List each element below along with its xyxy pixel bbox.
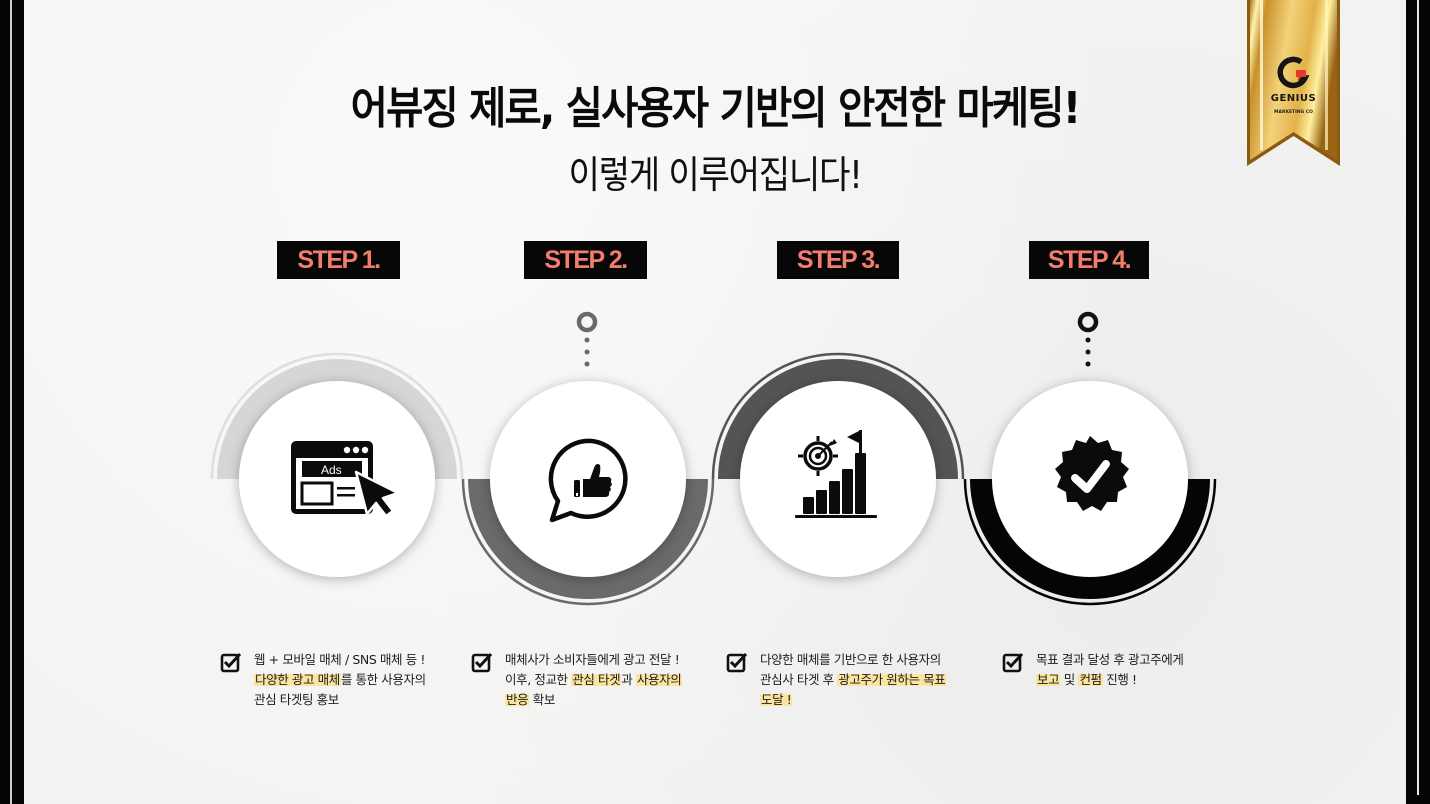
genius-ribbon-badge: GENIUS MARKETING CO [1247, 0, 1340, 166]
highlighted-text: 보고 [1036, 672, 1061, 687]
step-3-circle [740, 381, 936, 577]
description-line: 이후, 정교한 관심 타겟과 사용자의 [505, 670, 683, 690]
highlighted-text: 사용자의 [635, 672, 683, 687]
description-line: 웹 + 모바일 매체 / SNS 매체 등 ! [254, 650, 426, 670]
step-2-pin-marker [576, 311, 598, 367]
description-line: 관심 타겟팅 홍보 [254, 690, 426, 710]
description-text: 진행 ! [1102, 672, 1137, 687]
step-3-arc [711, 352, 965, 480]
step-2-arc [461, 478, 715, 606]
checkbox-icon [726, 652, 748, 673]
badge-brand: GENIUS [1270, 93, 1317, 104]
step-4-arc [963, 478, 1217, 606]
description-line: 보고 및 컨펌 진행 ! [1036, 670, 1184, 690]
description-line: 목표 결과 달성 후 광고주에게 [1036, 650, 1184, 670]
description-line: 매체사가 소비자들에게 광고 전달 ! [505, 650, 682, 670]
right-frame-border [1406, 0, 1430, 804]
thumbs-up-speech-bubble-icon [548, 438, 628, 523]
description-text: 관심 타겟팅 홍보 [254, 692, 339, 707]
highlighted-text: 반응 [505, 692, 530, 707]
step-3-label: STEP 3. [777, 241, 899, 279]
highlighted-text: 다양한 광고 매체 [254, 672, 341, 687]
page-title: 어뷰징 제로, 실사용자 기반의 안전한 마케팅! [350, 83, 1081, 134]
highlighted-text: 관심 타겟 [571, 672, 622, 687]
description-line: 반응 확보 [505, 690, 682, 710]
description-line: 도달 ! [760, 690, 946, 710]
page-subtitle: 이렇게 이루어집니다! [568, 153, 863, 197]
highlighted-text: 도달 ! [760, 692, 793, 707]
ads-browser-cursor-icon: Ads [291, 441, 400, 518]
svg-text:Ads: Ads [321, 463, 342, 477]
step-1-text: 웹 + 모바일 매체 / SNS 매체 등 ! 다양한 광고 매체를 통한 사용자… [254, 650, 426, 710]
ribbon-shape [1247, 0, 1340, 166]
description-text: 를 통한 사용자의 [340, 672, 426, 687]
description-text: 관심사 타겟 후 [760, 672, 838, 687]
step-2-label: STEP 2. [524, 241, 647, 279]
step-4-label: STEP 4. [1029, 241, 1149, 279]
description-line: 다양한 광고 매체를 통한 사용자의 [254, 670, 426, 690]
description-text: 확보 [529, 692, 556, 707]
highlighted-text: 광고주가 원하는 목표 [837, 672, 947, 687]
description-line: 다양한 매체를 기반으로 한 사용자의 [760, 650, 946, 670]
description-text: 매체사가 소비자들에게 광고 전달 ! [505, 652, 680, 667]
step-1-label: STEP 1. [277, 241, 400, 279]
verified-badge-check-icon [1055, 436, 1129, 511]
description-text: 웹 + 모바일 매체 / SNS 매체 등 ! [254, 652, 426, 667]
description-text: 및 [1060, 672, 1079, 687]
highlighted-text: 컨펌 [1078, 672, 1103, 687]
checkbox-icon [220, 652, 242, 673]
step-1-arc [210, 352, 464, 480]
description-line: 관심사 타겟 후 광고주가 원하는 목표 [760, 670, 947, 690]
badge-tagline: MARKETING CO [1274, 110, 1313, 115]
checkbox-icon [471, 652, 493, 673]
target-growth-chart-flag-icon [795, 430, 877, 518]
description-text: 이후, 정교한 [505, 672, 572, 687]
description-text: 다양한 매체를 기반으로 한 사용자의 [760, 652, 941, 667]
checkbox-icon [1002, 652, 1024, 673]
g-speech-bubble-logo [1277, 56, 1310, 89]
left-frame-border [0, 0, 24, 804]
description-text: 과 [621, 672, 636, 687]
description-text: 목표 결과 달성 후 광고주에게 [1036, 652, 1184, 667]
step-4-pin-marker [1077, 311, 1099, 367]
